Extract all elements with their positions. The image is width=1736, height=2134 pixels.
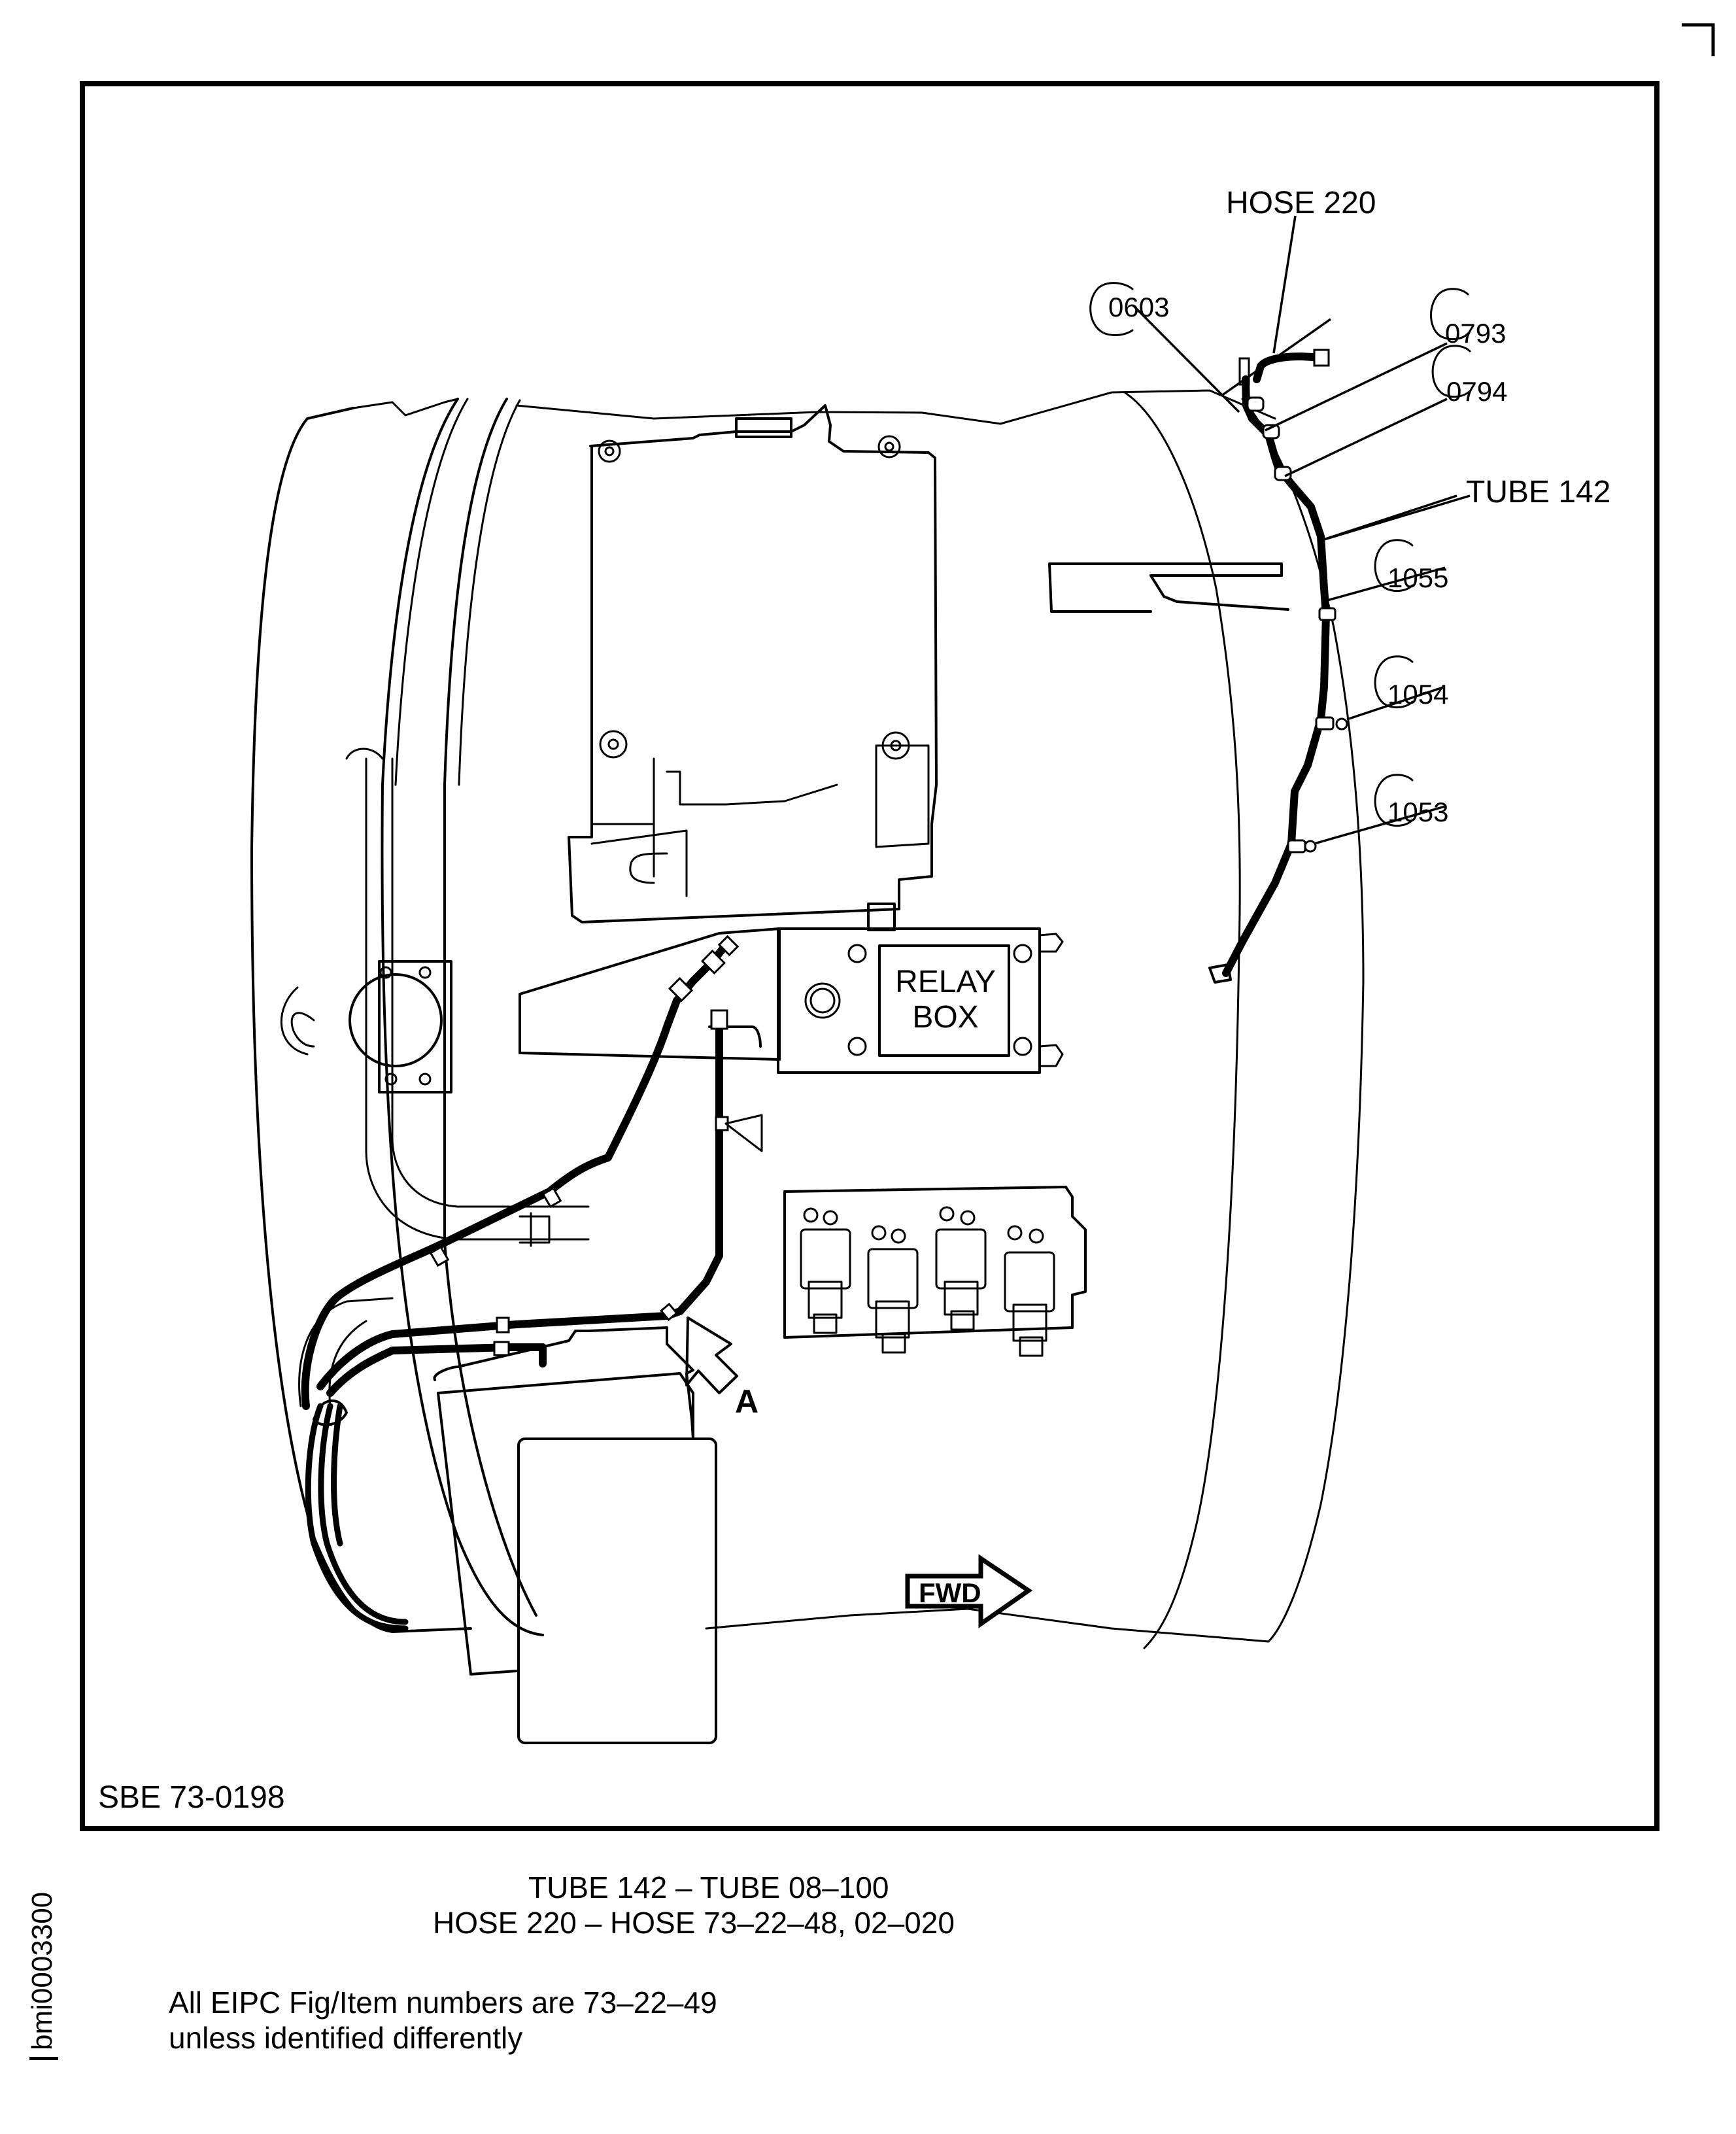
svg-text:1053: 1053 <box>1387 797 1448 827</box>
relay-box: RELAY BOX <box>519 903 1064 1074</box>
hose-220-label: HOSE 220 <box>1226 186 1376 220</box>
reference-number: SBE 73-0198 <box>98 1780 285 1815</box>
round-accessory <box>280 748 590 1247</box>
callout-0603: 0603 <box>1089 282 1169 336</box>
fwd-arrow: FWD <box>905 1554 1033 1628</box>
image-id-text: bmi0003300 <box>26 1891 58 2050</box>
image-id: bmi0003300 <box>26 1892 59 2060</box>
svg-text:1054: 1054 <box>1387 679 1448 710</box>
svg-text:0793: 0793 <box>1445 318 1506 349</box>
tube-142-leader <box>1317 494 1457 543</box>
image-id-bracket <box>29 2053 59 2060</box>
figure-frame <box>80 81 1659 1831</box>
footnote-line-1: All EIPC Fig/Item numbers are 73–22–49 <box>169 1986 717 2020</box>
tube-142-label: TUBE 142 <box>1466 475 1610 509</box>
callout-leaders <box>1132 215 1471 845</box>
mounting-bracket <box>568 404 938 923</box>
connector-3 <box>935 1206 987 1331</box>
callout-1053: 1053 <box>1374 774 1448 827</box>
view-a-arrow: A <box>685 1317 758 1420</box>
callout-1054: 1054 <box>1374 655 1448 710</box>
callout-0793: 0793 <box>1430 288 1506 349</box>
connector-block <box>783 1186 1087 1357</box>
legend-line-2: HOSE 220 – HOSE 73–22–48, 02–020 <box>433 1906 955 1940</box>
svg-text:0603: 0603 <box>1108 292 1169 322</box>
view-a-label: A <box>735 1383 758 1420</box>
legend-line-1: TUBE 142 – TUBE 08–100 <box>528 1870 889 1904</box>
side-bracket <box>1048 562 1289 613</box>
crop-mark <box>1682 23 1715 56</box>
callout-1055: 1055 <box>1374 539 1448 593</box>
relay-box-label-line1: RELAY <box>895 965 996 999</box>
svg-text:0794: 0794 <box>1446 376 1507 407</box>
tube-142-route <box>1208 349 1348 984</box>
connector-4 <box>1004 1225 1055 1357</box>
relay-box-label-line2: BOX <box>912 1000 978 1035</box>
engine-casing <box>250 389 1365 1649</box>
callout-0794: 0794 <box>1431 345 1507 407</box>
fwd-label: FWD <box>919 1577 981 1608</box>
svg-text:1055: 1055 <box>1387 562 1448 593</box>
connector-1 <box>800 1207 851 1334</box>
lower-accessory-boxes <box>433 1326 717 1744</box>
footnote-line-2: unless identified differently <box>169 2021 523 2055</box>
tube-route-left <box>301 935 763 1426</box>
connector-2 <box>867 1225 919 1354</box>
